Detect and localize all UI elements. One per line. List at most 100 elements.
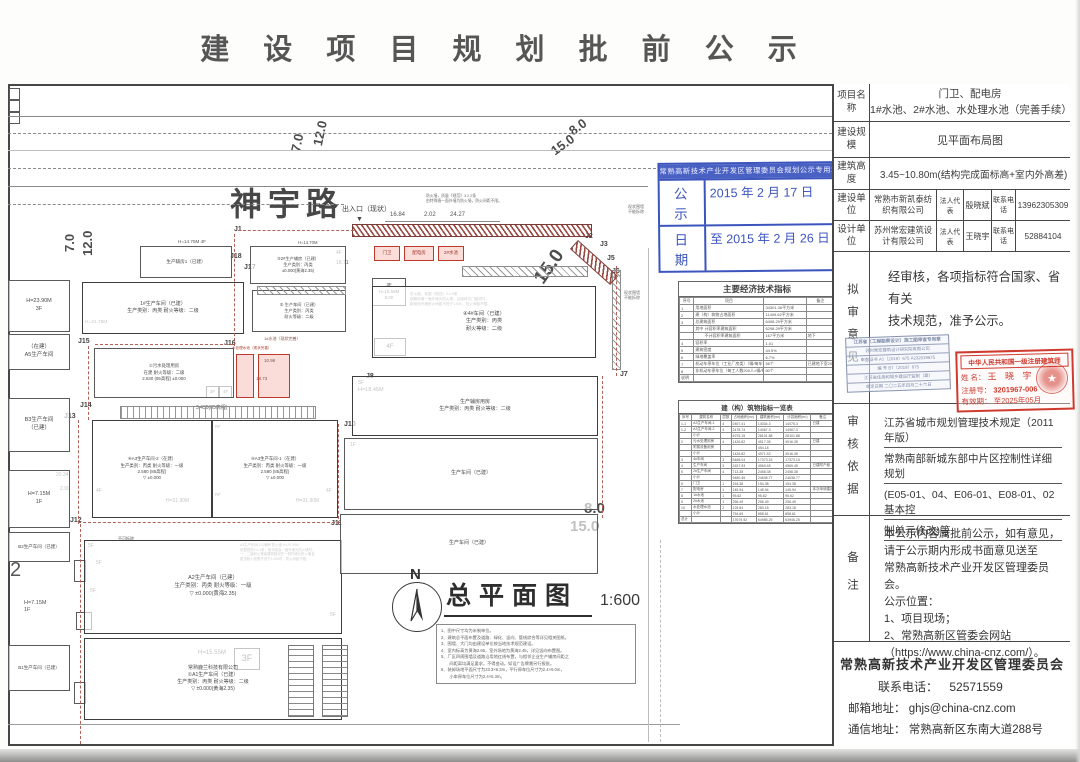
building-workshop1: 1#生产车间（已建）生产类别：丙类 耐火等级：二级: [82, 282, 244, 334]
basis-label: 审核依据: [845, 414, 858, 505]
footer-tel-label: 联系电话：: [878, 680, 939, 694]
plan-table-header: [763, 297, 807, 305]
scale-label: 建设规模: [834, 122, 870, 157]
row-basis: 审核依据 江苏省城市规划管理技术规定（2011年版） 常熟南部新城东部中片区控制…: [834, 404, 1070, 541]
footer-addr: 常熟高新区东南大道288号: [908, 724, 1043, 736]
architect-valid-label: 有效期：: [961, 396, 992, 407]
builder-rep-label: 法人代表: [937, 190, 964, 220]
plan-table-header: 占地面积(m²): [730, 414, 757, 421]
basis-line: 江苏省城市规划管理技术规定（2011年版）: [884, 412, 1062, 448]
footer-email-label: 邮箱地址：: [848, 703, 906, 715]
wall-note: 现状围墙 不能拆除: [624, 290, 640, 301]
east-road-line: [660, 540, 661, 742]
frame-strip-box: [9, 100, 20, 112]
basis-line: (E05-01、04、E06-01、E08-01、02基本控: [884, 484, 1062, 520]
building-a2: A2生产车间（已建）生产类别：丙类 耐火等级：一级▽ ±0.000(黄海2.35…: [84, 540, 342, 634]
footer-org: 常熟高新技术产业开发区管理委员会: [839, 657, 1064, 672]
scan-edge-shadow: [0, 749, 1080, 762]
architect-seal-icon: ★: [1036, 362, 1068, 394]
plan-table-title: 主要经济技术指标: [679, 282, 835, 297]
builder-rep: 殷晓斌: [964, 190, 992, 220]
plan-number-label: 2: [10, 559, 22, 581]
wall-hatch: [462, 266, 588, 277]
notice-stamp-row1-label: 公示: [659, 180, 707, 225]
builder-name: 常熟市新凯泰纺织有限公司: [870, 190, 937, 220]
info-panel: 项目名称 门卫、配电房 1#水池、2#水池、水处理水池（完善手续） 建设规模 见…: [832, 84, 1072, 746]
survey-point-j15: J15: [78, 338, 90, 345]
wall-hatch: [257, 286, 346, 295]
north-letter: N: [410, 566, 421, 583]
designer-name: 苏州常宏建筑设计有限公司: [870, 221, 937, 251]
plot-boundary: [338, 424, 339, 524]
planning-notice-stamp: 常熟高新技术产业开发区管理委员会规划公示专用章 公示 2015 年 2 月 17…: [657, 161, 837, 273]
new-building-pool2: 2#水池: [438, 246, 464, 261]
survey-point-j3: J3: [600, 241, 608, 248]
treatment-pool-label: 水处理水池（现状完善）: [232, 346, 272, 350]
parking-strip: [288, 645, 314, 717]
building-b3: B3生产车间（已建）: [8, 398, 70, 452]
footer-email: ghjs@china-cnz.com: [908, 703, 1016, 715]
building-b2: B2生产车间（已建）: [8, 532, 70, 562]
plan-table-header: 备注: [805, 297, 836, 305]
plot-boundary: [602, 376, 603, 518]
dim-label: 16.84: [390, 212, 406, 218]
height-label: H=14.75M 4F: [178, 239, 206, 244]
scale-value: 见平面布局图: [937, 134, 1003, 147]
survey-point-j16: J16: [224, 340, 236, 347]
row-remarks: 备注 本公示内容属批前公示，如有意见， 请于公示期内形成书面意见送至 常熟高新技…: [834, 516, 1070, 660]
entrance-label: 出入口（现状）: [342, 206, 391, 213]
table-row: 说明: [678, 374, 836, 382]
project-name-label: 项目名称: [834, 84, 870, 121]
building-workshop5: ⑤ 生产车间（已建）生产类别：丙类耐火等级：二级: [252, 290, 346, 332]
architect-name-label: 姓 名：: [960, 372, 986, 383]
designer-tel-label: 联系电话: [992, 221, 1016, 251]
survey-point-j17: J17: [244, 264, 256, 271]
footer-addr-label: 通信地址：: [848, 724, 906, 736]
plan-scale-ratio: 1:600: [600, 592, 641, 609]
notice-stamp-row2-label: 日期: [660, 226, 707, 271]
survey-point-j1: J1: [234, 226, 242, 233]
plot-boundary: [616, 266, 617, 376]
row-builder: 建设单位 常熟市新凯泰纺织有限公司 法人代表 殷晓斌 联系电话 13962305…: [834, 190, 1070, 221]
dim-label: 24.27: [450, 212, 466, 218]
walkway-hatch: [120, 406, 316, 419]
builder-tel-label: 联系电话: [992, 190, 1016, 220]
row-project-name: 项目名称 门卫、配电房 1#水池、2#水池、水处理水池（完善手续）: [834, 84, 1072, 122]
architect-name: 王 晓 宇: [987, 370, 1035, 382]
review-text: 经审核，各项指标符合国家、省有关 技术规范，准予公示。: [888, 270, 1061, 329]
plan-table-header: 序号: [678, 297, 695, 305]
dim-label: 18.73: [256, 376, 268, 381]
row-height: 建筑高度 3.45~10.80m(结构完成面标高+室内外高差): [834, 158, 1070, 190]
architect-reg: 3201967-006: [993, 383, 1038, 395]
new-building-treatment-pool: [258, 354, 290, 398]
survey-point-j7: J7: [620, 371, 628, 378]
designer-rep-label: 法人代表: [937, 221, 964, 251]
building-aux1: 生产辅房1（已建）: [140, 246, 232, 278]
remarks-text: 本公示内容属批前公示，如有意见， 请于公示期内形成书面意见送至 常熟高新技术产业…: [884, 528, 1060, 660]
notice-stamp-row1-value: 2015 年 2 月 17 日: [709, 185, 814, 201]
plot-boundary: [78, 420, 79, 524]
row-scale: 建设规模 见平面布局图: [834, 122, 1070, 158]
survey-point-j11: J11: [331, 520, 343, 527]
road-line: [8, 204, 344, 205]
row-footer: 常熟高新技术产业开发区管理委员会 联系电话： 52571559 邮箱地址： gh…: [834, 642, 1070, 744]
plan-note-line: 间距离均满足要求，不得变动。如设广告牌需另行报批。: [441, 660, 555, 666]
project-name-line1: 门卫、配电房: [938, 87, 1002, 100]
building-workshop-east1: 生产车间（已建）: [344, 438, 598, 510]
project-name-line2: 1#水池、2#水池、水处理水池（完善手续）: [870, 103, 1072, 116]
firewall-note: 防火墙，质量《规范》3.2.2条 由特殊墙一面外墙为防火墙，防火间距不限。: [426, 194, 502, 204]
building-workshop4: ④4#车间（已建）生产类别：丙类耐火等级：二级: [372, 286, 596, 358]
